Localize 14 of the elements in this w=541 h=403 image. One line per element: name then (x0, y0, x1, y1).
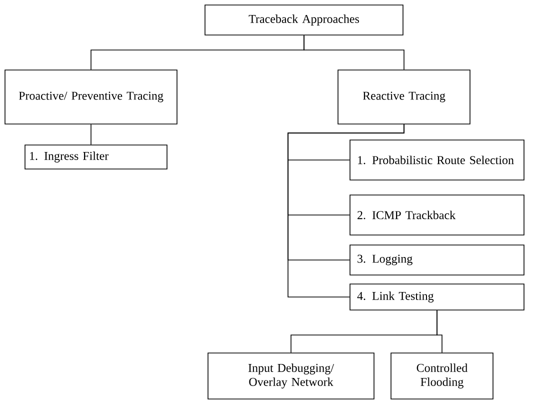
process-box: Controlled Flooding (390, 352, 494, 400)
process-box: 4. Link Testing (350, 284, 524, 310)
process-box: 1. Ingress Filter (24, 144, 168, 170)
process-box: 1. Probabilistic Route Selection (350, 140, 524, 180)
connector-line (90, 124, 92, 145)
process-box: Reactive Tracing (338, 70, 470, 124)
process-box: Input Debugging/ Overlay Network (208, 352, 374, 400)
process-box: Traceback Approaches (204, 4, 404, 36)
process-box: 3. Logging (350, 244, 524, 276)
process-box: Proactive/ Preventive Tracing (4, 70, 178, 124)
connector-line (304, 35, 404, 70)
process-box: 2. ICMP Trackback (350, 194, 524, 236)
connector-line (288, 124, 404, 298)
connector-line (436, 310, 442, 353)
